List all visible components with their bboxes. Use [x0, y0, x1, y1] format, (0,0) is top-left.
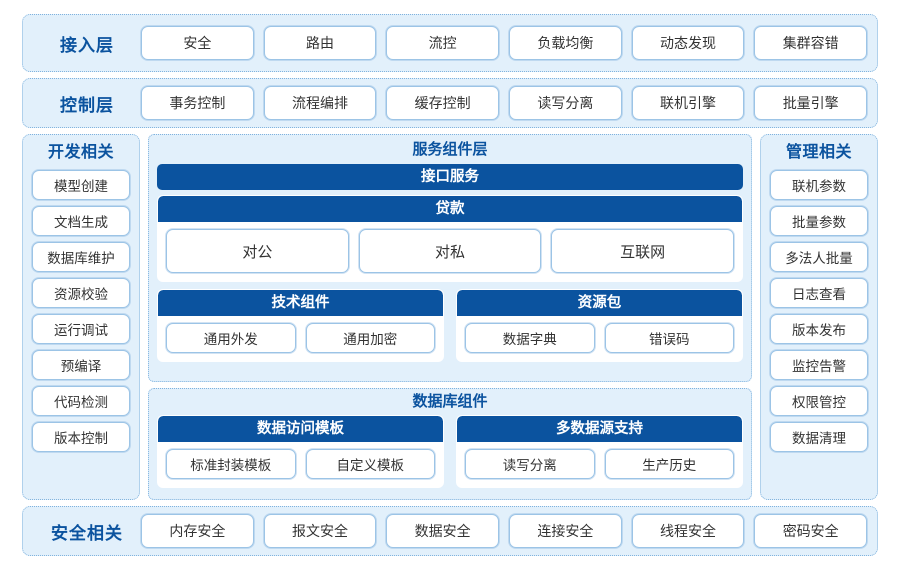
tech-component-title-bar[interactable]: 技术组件 — [158, 290, 443, 316]
resource-package-items: 数据字典 错误码 — [457, 316, 742, 361]
loan-title-bar[interactable]: 贷款 — [158, 196, 742, 222]
access-item-dynamic-discovery[interactable]: 动态发现 — [631, 26, 745, 60]
access-layer-title: 接入层 — [60, 35, 114, 55]
mgmt-item-online-params[interactable]: 联机参数 — [770, 170, 868, 200]
security-item-data[interactable]: 数据安全 — [386, 514, 500, 548]
control-item-batch-engine[interactable]: 批量引擎 — [754, 86, 868, 120]
database-sub-groups: 数据访问模板 标准封装模板 自定义模板 多数据源支持 读写分离 生产历史 — [157, 415, 743, 488]
loan-item-internet[interactable]: 互联网 — [551, 229, 735, 273]
interface-service-bar[interactable]: 接口服务 — [157, 164, 743, 190]
security-layer-title: 安全相关 — [51, 523, 123, 543]
database-layer-title: 数据库组件 — [412, 393, 488, 410]
security-item-memory[interactable]: 内存安全 — [141, 514, 254, 548]
security-layer-row: 安全相关 内存安全 报文安全 数据安全 连接安全 线程安全 密码安全 — [22, 506, 878, 556]
control-item-process-orchestration[interactable]: 流程编排 — [263, 86, 377, 120]
control-layer-items: 事务控制 流程编排 缓存控制 读写分离 联机引擎 批量引擎 — [141, 86, 868, 120]
resource-package-title-bar[interactable]: 资源包 — [457, 290, 742, 316]
dev-item-code-inspection[interactable]: 代码检测 — [32, 386, 130, 416]
security-item-thread[interactable]: 线程安全 — [631, 514, 745, 548]
loan-item-personal[interactable]: 对私 — [358, 229, 542, 273]
data-access-template-capsule: 数据访问模板 标准封装模板 自定义模板 — [157, 415, 444, 488]
tech-component-items: 通用外发 通用加密 — [158, 316, 443, 361]
template-item-custom[interactable]: 自定义模板 — [305, 449, 435, 479]
datasource-item-production-history[interactable]: 生产历史 — [604, 449, 734, 479]
access-item-cluster-fault-tolerance[interactable]: 集群容错 — [754, 26, 868, 60]
control-item-cache-control[interactable]: 缓存控制 — [386, 86, 500, 120]
loan-capsule: 贷款 对公 对私 互联网 — [157, 195, 743, 282]
access-layer-items: 安全 路由 流控 负载均衡 动态发现 集群容错 — [141, 26, 868, 60]
tech-item-general-outbound[interactable]: 通用外发 — [166, 323, 296, 353]
tech-component-capsule: 技术组件 通用外发 通用加密 — [157, 289, 444, 362]
service-sub-groups: 技术组件 通用外发 通用加密 资源包 数据字典 错误码 — [157, 289, 743, 362]
template-item-standard-package[interactable]: 标准封装模板 — [166, 449, 296, 479]
development-column-title: 开发相关 — [47, 144, 114, 161]
dev-item-resource-validation[interactable]: 资源校验 — [32, 278, 130, 308]
control-item-read-write-split[interactable]: 读写分离 — [509, 86, 622, 120]
service-layer-title: 服务组件层 — [412, 141, 488, 158]
access-item-flow-control[interactable]: 流控 — [386, 26, 500, 60]
mgmt-item-version-release[interactable]: 版本发布 — [770, 314, 868, 344]
control-item-online-engine[interactable]: 联机引擎 — [631, 86, 745, 120]
database-component-layer: 数据库组件 数据访问模板 标准封装模板 自定义模板 多数据源支持 读写分离 生产… — [148, 388, 752, 500]
mgmt-item-monitor-alert[interactable]: 监控告警 — [770, 350, 868, 380]
center-column: 服务组件层 接口服务 贷款 对公 对私 互联网 技术组件 通用外发 通用加密 — [148, 134, 752, 500]
management-column-title: 管理相关 — [785, 144, 852, 161]
development-column: 开发相关 模型创建 文档生成 数据库维护 资源校验 运行调试 预编译 代码检测 … — [22, 134, 140, 500]
access-item-security[interactable]: 安全 — [141, 26, 254, 60]
data-access-template-items: 标准封装模板 自定义模板 — [158, 442, 443, 487]
multi-datasource-capsule: 多数据源支持 读写分离 生产历史 — [456, 415, 743, 488]
security-layer-items: 内存安全 报文安全 数据安全 连接安全 线程安全 密码安全 — [141, 514, 868, 548]
dev-item-model-creation[interactable]: 模型创建 — [32, 170, 130, 200]
mgmt-item-permission-control[interactable]: 权限管控 — [770, 386, 868, 416]
tech-item-general-encryption[interactable]: 通用加密 — [305, 323, 435, 353]
control-item-transaction-control[interactable]: 事务控制 — [141, 86, 254, 120]
dev-item-doc-generation[interactable]: 文档生成 — [32, 206, 130, 236]
datasource-item-read-write-split[interactable]: 读写分离 — [465, 449, 595, 479]
security-item-password[interactable]: 密码安全 — [754, 514, 868, 548]
resource-package-capsule: 资源包 数据字典 错误码 — [456, 289, 743, 362]
control-layer-row: 控制层 事务控制 流程编排 缓存控制 读写分离 联机引擎 批量引擎 — [22, 78, 878, 128]
service-component-layer: 服务组件层 接口服务 贷款 对公 对私 互联网 技术组件 通用外发 通用加密 — [148, 134, 752, 382]
access-layer-row: 接入层 安全 路由 流控 负载均衡 动态发现 集群容错 — [22, 14, 878, 72]
dev-item-database-maintenance[interactable]: 数据库维护 — [32, 242, 130, 272]
access-item-load-balance[interactable]: 负载均衡 — [509, 26, 622, 60]
resource-item-error-code[interactable]: 错误码 — [604, 323, 734, 353]
security-item-connection[interactable]: 连接安全 — [509, 514, 622, 548]
dev-item-runtime-debug[interactable]: 运行调试 — [32, 314, 130, 344]
multi-datasource-title-bar[interactable]: 多数据源支持 — [457, 416, 742, 442]
resource-item-data-dictionary[interactable]: 数据字典 — [465, 323, 595, 353]
access-item-routing[interactable]: 路由 — [263, 26, 377, 60]
mgmt-item-multi-entity-batch[interactable]: 多法人批量 — [770, 242, 868, 272]
data-access-template-title-bar[interactable]: 数据访问模板 — [158, 416, 443, 442]
management-column: 管理相关 联机参数 批量参数 多法人批量 日志查看 版本发布 监控告警 权限管控… — [760, 134, 878, 500]
mgmt-item-batch-params[interactable]: 批量参数 — [770, 206, 868, 236]
loan-items: 对公 对私 互联网 — [158, 222, 742, 281]
loan-item-corporate[interactable]: 对公 — [166, 229, 349, 273]
mgmt-item-log-view[interactable]: 日志查看 — [770, 278, 868, 308]
security-item-message[interactable]: 报文安全 — [263, 514, 377, 548]
multi-datasource-items: 读写分离 生产历史 — [457, 442, 742, 487]
mgmt-item-data-cleanup[interactable]: 数据清理 — [770, 422, 868, 452]
dev-item-precompile[interactable]: 预编译 — [32, 350, 130, 380]
dev-item-version-control[interactable]: 版本控制 — [32, 422, 130, 452]
control-layer-title: 控制层 — [60, 95, 114, 115]
